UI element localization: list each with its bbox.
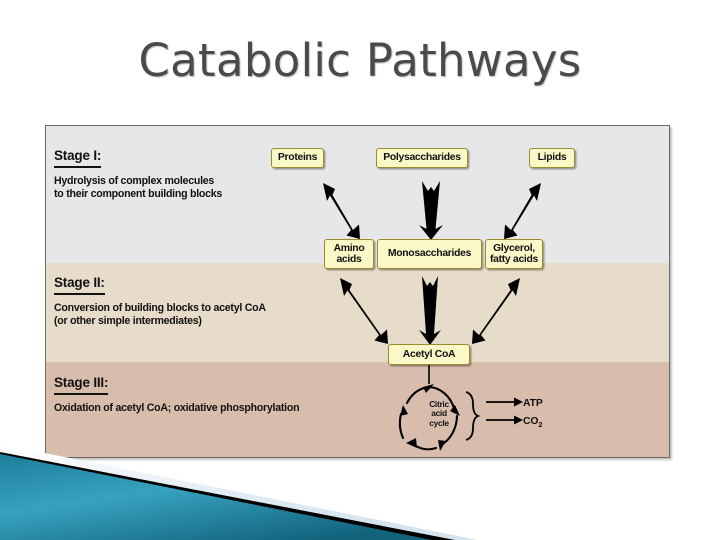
stage-iii-description: Oxidation of acetyl CoA; oxidative phosp… xyxy=(54,402,300,414)
stage-iii-heading: Stage III: xyxy=(54,375,108,395)
decoration-teal-triangle xyxy=(0,454,432,540)
decoration-pale-wedge xyxy=(0,444,478,540)
molecule-box-glycerol-fatty-acids[interactable]: Glycerol,fatty acids xyxy=(485,239,543,269)
stage-ii-heading: Stage II: xyxy=(54,275,105,295)
molecule-box-polysaccharides[interactable]: Polysaccharides xyxy=(376,148,468,168)
band-stage-iii xyxy=(46,362,669,457)
molecule-box-acetyl-coa[interactable]: Acetyl CoA xyxy=(388,344,470,365)
stage-iii-text-block: Stage III: Oxidation of acetyl CoA; oxid… xyxy=(54,374,324,415)
molecule-box-lipids[interactable]: Lipids xyxy=(529,148,575,168)
co2-subscript: 2 xyxy=(538,420,543,430)
decoration-black-stripe xyxy=(0,452,455,540)
product-label-atp: ATP xyxy=(523,398,543,409)
product-label-co2: CO2 xyxy=(523,416,543,430)
stage-i-text-block: Stage I: Hydrolysis of complex molecules… xyxy=(54,147,324,201)
page-title: Catabolic Pathways xyxy=(138,34,582,87)
decoration-pale-band xyxy=(0,446,470,540)
molecule-box-proteins[interactable]: Proteins xyxy=(271,148,324,168)
catabolic-pathways-diagram: Stage I: Hydrolysis of complex molecules… xyxy=(45,125,670,458)
stage-i-heading: Stage I: xyxy=(54,148,101,168)
stage-ii-description: Conversion of building blocks to acetyl … xyxy=(54,302,266,327)
stage-ii-text-block: Stage II: Conversion of building blocks … xyxy=(54,274,324,328)
co2-text: CO xyxy=(523,416,539,427)
molecule-box-monosaccharides[interactable]: Monosaccharides xyxy=(377,239,482,269)
